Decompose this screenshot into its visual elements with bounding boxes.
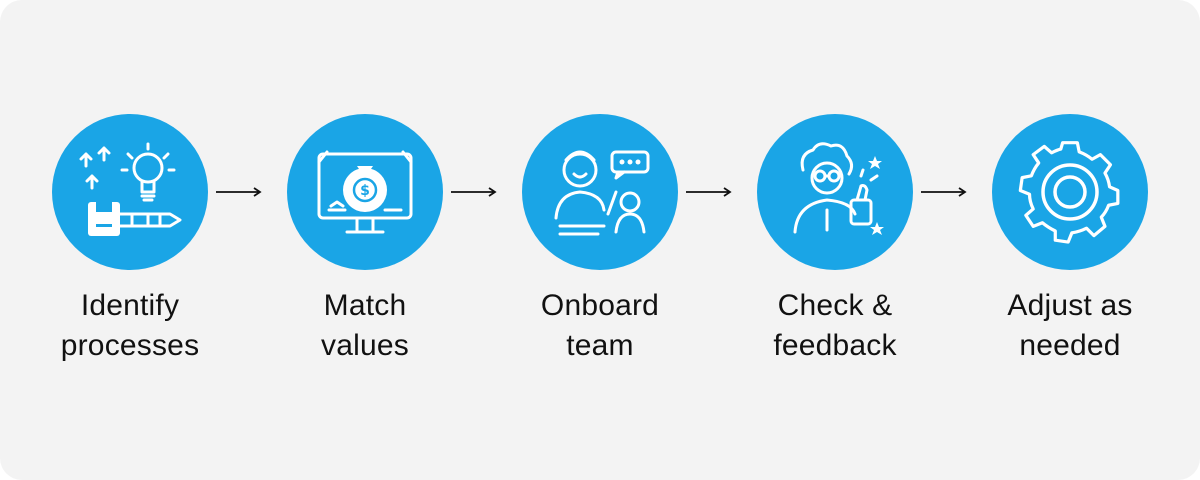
step-3-label-line1: Onboard xyxy=(540,289,660,322)
step-4-label: Check & feedback xyxy=(715,286,955,366)
step-onboard-team: Onboard team xyxy=(480,114,720,366)
step-3-label-line2: team xyxy=(566,329,634,362)
arrow-3 xyxy=(685,186,733,198)
arrow-2 xyxy=(450,186,498,198)
step-2-label-line1: Match xyxy=(323,289,407,322)
step-1-label-line2: processes xyxy=(60,329,200,362)
step-4-circle xyxy=(757,114,913,270)
step-5-label: Adjust as needed xyxy=(950,286,1190,366)
team-chat-icon xyxy=(554,150,650,236)
svg-text:$: $ xyxy=(360,183,370,199)
step-1-label-line1: Identify xyxy=(80,289,180,322)
step-1-label: Identify processes xyxy=(10,286,250,366)
money-monitor-icon: $ xyxy=(317,150,413,234)
step-identify-processes: Identify processes xyxy=(10,114,250,366)
step-5-circle xyxy=(992,114,1148,270)
step-2-label: Match values xyxy=(245,286,485,366)
arrow-1 xyxy=(215,186,263,198)
arrow-4 xyxy=(920,186,968,198)
step-5-label-line1: Adjust as xyxy=(1007,289,1133,322)
step-1-circle xyxy=(52,114,208,270)
step-5-label-line2: needed xyxy=(1019,329,1121,362)
step-match-values: $ Match values xyxy=(245,114,485,366)
step-3-label: Onboard team xyxy=(480,286,720,366)
step-adjust-as-needed: Adjust as needed xyxy=(950,114,1190,366)
step-check-feedback: Check & feedback xyxy=(715,114,955,366)
step-2-circle: $ xyxy=(287,114,443,270)
step-4-label-line2: feedback xyxy=(773,329,897,362)
gear-icon xyxy=(1018,141,1120,244)
step-4-label-line1: Check & xyxy=(777,289,893,322)
step-2-label-line2: values xyxy=(321,329,409,362)
step-3-circle xyxy=(522,114,678,270)
idea-process-icon xyxy=(79,142,182,236)
thumbs-up-person-icon xyxy=(793,142,884,235)
